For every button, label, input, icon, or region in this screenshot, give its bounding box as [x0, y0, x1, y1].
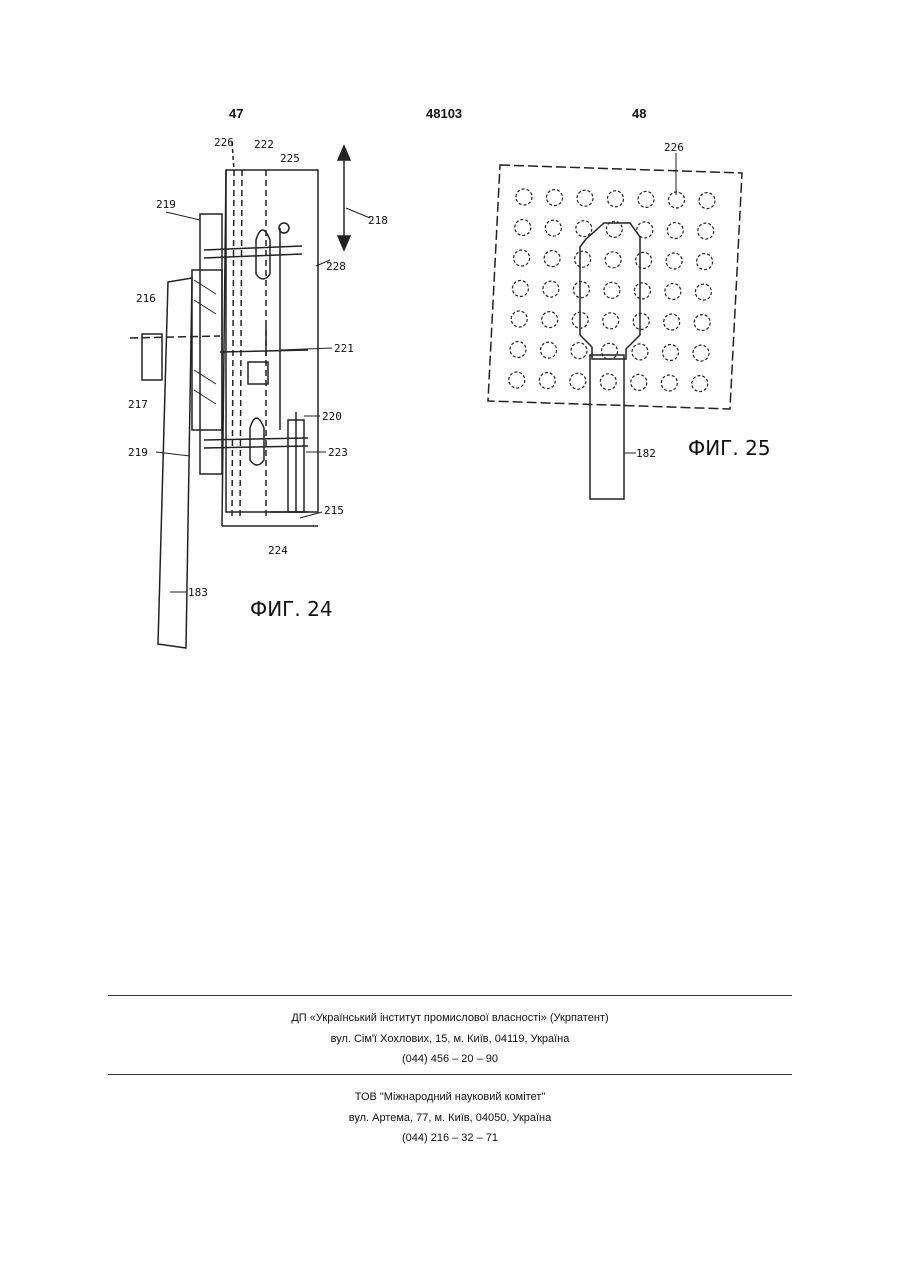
page-number-left: 47: [229, 106, 243, 121]
perforation-hole: [511, 311, 527, 327]
page-number-right: 48: [632, 106, 646, 121]
perforation-hole: [604, 282, 620, 298]
label-182: 182: [636, 447, 656, 460]
perforation-hole: [692, 376, 708, 392]
perforation-hole: [544, 251, 560, 267]
perforation-hole: [693, 345, 709, 361]
label-219-bottom: 219: [128, 446, 148, 459]
perforation-hole: [608, 191, 624, 207]
perforation-hole: [636, 252, 652, 268]
perforation-grid: [509, 189, 715, 392]
perforation-hole: [571, 343, 587, 359]
perforation-hole: [663, 345, 679, 361]
perforation-hole: [573, 282, 589, 298]
figure-25-caption: ФИГ. 25: [688, 436, 771, 460]
perforation-hole: [515, 220, 531, 236]
perforation-hole: [638, 191, 654, 207]
label-215: 215: [324, 504, 344, 517]
perforation-hole: [603, 313, 619, 329]
perforation-hole: [699, 193, 715, 209]
perforation-hole: [667, 223, 683, 239]
footer-org1-name: ДП «Український інститут промислової вла…: [108, 1011, 792, 1025]
perforation-hole: [694, 315, 710, 331]
label-217: 217: [128, 398, 148, 411]
label-223: 223: [328, 446, 348, 459]
perforation-hole: [600, 374, 616, 390]
perforation-hole: [666, 253, 682, 269]
label-218: 218: [368, 214, 388, 227]
label-221: 221: [334, 342, 354, 355]
perforation-hole: [577, 190, 593, 206]
perforation-hole: [510, 342, 526, 358]
figure-24-caption: ФИГ. 24: [250, 597, 333, 621]
label-216: 216: [136, 292, 156, 305]
perforation-hole: [632, 344, 648, 360]
patent-number: 48103: [426, 106, 462, 121]
label-219-top: 219: [156, 198, 176, 211]
label-220: 220: [322, 410, 342, 423]
perforation-hole: [543, 281, 559, 297]
perforation-hole: [509, 372, 525, 388]
figure-24-drawing: 226 222 225 218 219 228 216 221 217 220 …: [120, 130, 390, 660]
perforation-hole: [542, 312, 558, 328]
footer-org1-address: вул. Сім'ї Хохлових, 15, м. Київ, 04119,…: [108, 1032, 792, 1046]
perforation-hole: [570, 373, 586, 389]
label-225: 225: [280, 152, 300, 165]
perforation-hole: [514, 250, 530, 266]
perforation-hole: [576, 221, 592, 237]
perforation-hole: [634, 283, 650, 299]
label-222: 222: [254, 138, 274, 151]
perforation-hole: [695, 284, 711, 300]
footer-divider-bottom: [108, 1074, 792, 1075]
perforation-hole: [664, 314, 680, 330]
footer-org2-address: вул. Артема, 77, м. Київ, 04050, Україна: [108, 1111, 792, 1125]
perforation-hole: [697, 254, 713, 270]
perforation-hole: [631, 374, 647, 390]
perforation-hole: [539, 373, 555, 389]
footer-org2-name: ТОВ "Міжнародний науковий комітет": [108, 1090, 792, 1104]
perforation-hole: [516, 189, 532, 205]
figure-25-drawing: 226 182 ФИГ. 25: [480, 135, 790, 515]
label-228: 228: [326, 260, 346, 273]
footer-org2-phone: (044) 216 – 32 – 71: [108, 1131, 792, 1145]
perforation-hole: [633, 313, 649, 329]
perforation-hole: [665, 284, 681, 300]
perforation-hole: [547, 190, 563, 206]
label-226-fig25: 226: [664, 141, 684, 154]
label-224: 224: [268, 544, 288, 557]
label-226: 226: [214, 136, 234, 149]
perforation-hole: [575, 251, 591, 267]
footer-divider-top: [108, 995, 792, 996]
perforation-hole: [602, 343, 618, 359]
perforation-hole: [698, 223, 714, 239]
perforation-hole: [512, 281, 528, 297]
perforation-hole: [661, 375, 677, 391]
label-183: 183: [188, 586, 208, 599]
footer-org1-phone: (044) 456 – 20 – 90: [108, 1052, 792, 1066]
perforation-hole: [545, 220, 561, 236]
perforation-hole: [541, 342, 557, 358]
perforation-hole: [605, 252, 621, 268]
